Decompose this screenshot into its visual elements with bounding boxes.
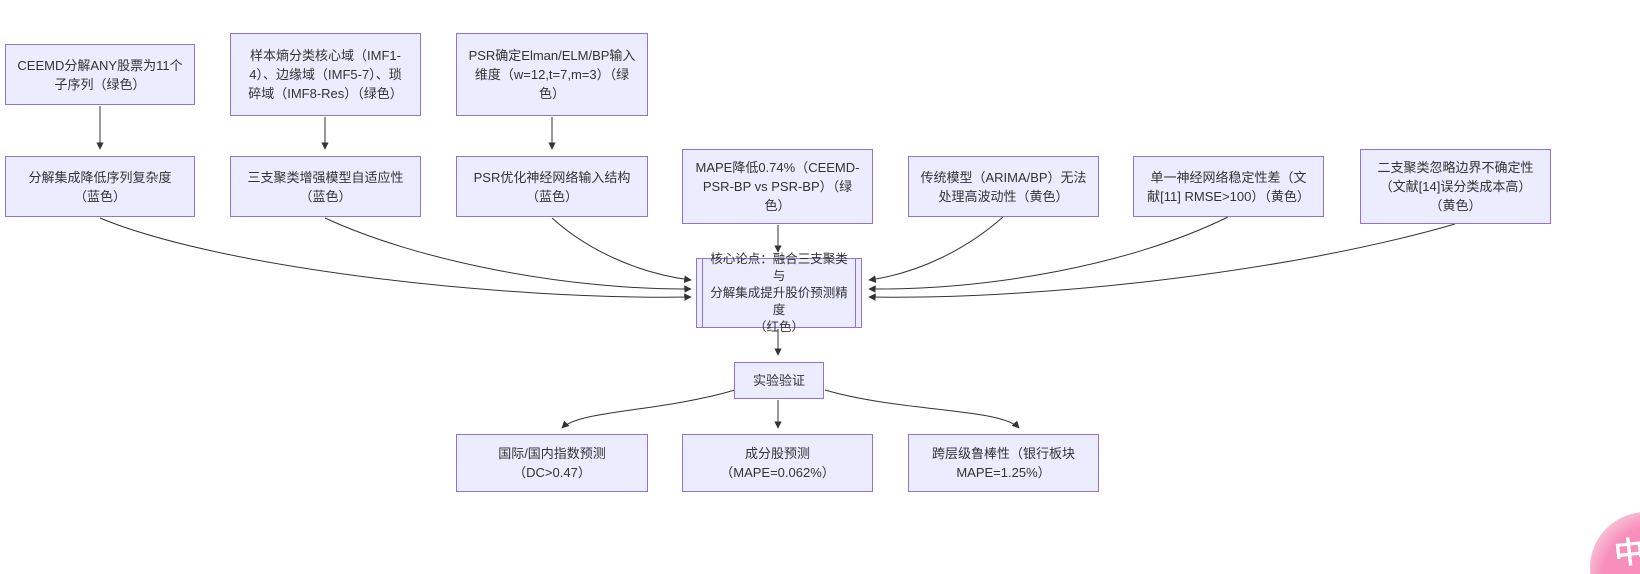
node-sample-entropy: 样本熵分类核心域（IMF1- 4）、边缘域（IMF5-7）、琐 碎域（IMF8-…: [230, 33, 421, 116]
subroutine-inner-line-right: [855, 259, 856, 327]
subroutine-inner-line-left: [702, 259, 703, 327]
node-stock-prediction: 成分股预测 （MAPE=0.062%）: [682, 434, 873, 492]
edge-twoway-to-core: [868, 223, 1456, 301]
node-ceemd-decompose: CEEMD分解ANY股票为11个 子序列（绿色）: [5, 44, 195, 105]
core-thesis-label: 核心论点：融合三支聚类与 分解集成提升股价预测精度 （红色）: [710, 251, 848, 334]
edge-experiment-to-index: [561, 389, 736, 429]
node-complexity: 分解集成降低序列复杂度 （蓝色）: [5, 156, 195, 217]
edge-singlenn-to-core: [868, 216, 1229, 293]
edge-experiment-to-robust: [824, 389, 1020, 429]
node-psr-dimension: PSR确定Elman/ELM/BP输入 维度（w=12,t=7,m=3）（绿 色…: [456, 33, 648, 116]
node-single-nn: 单一神经网络稳定性差（文 献[11] RMSE>100）（黄色）: [1133, 156, 1324, 217]
node-index-prediction: 国际/国内指数预测 （DC>0.47）: [456, 434, 648, 492]
edge-structure-to-core: [551, 217, 692, 283]
node-robustness: 跨层级鲁棒性（银行板块 MAPE=1.25%）: [908, 434, 1099, 492]
node-input-structure: PSR优化神经网络输入结构 （蓝色）: [456, 156, 648, 217]
node-mape-reduction: MAPE降低0.74%（CEEMD- PSR-BP vs PSR-BP）（绿 色…: [682, 149, 873, 224]
node-adaptivity: 三支聚类增强模型自适应性 （蓝色）: [230, 156, 421, 217]
node-traditional-model: 传统模型（ARIMA/BP）无法 处理高波动性（黄色）: [908, 156, 1099, 217]
edge-tradition-to-core: [868, 216, 1004, 283]
node-two-way-clustering: 二支聚类忽略边界不确定性 （文献[14]误分类成本高） （黄色）: [1360, 149, 1551, 224]
node-core-thesis: 核心论点：融合三支聚类与 分解集成提升股价预测精度 （红色）: [696, 252, 862, 334]
edge-adaptivity-to-core: [324, 217, 692, 293]
translate-badge-label: 中A: [1612, 533, 1640, 572]
edge-complexity-to-core: [99, 217, 692, 301]
node-experiment: 实验验证: [734, 362, 824, 399]
